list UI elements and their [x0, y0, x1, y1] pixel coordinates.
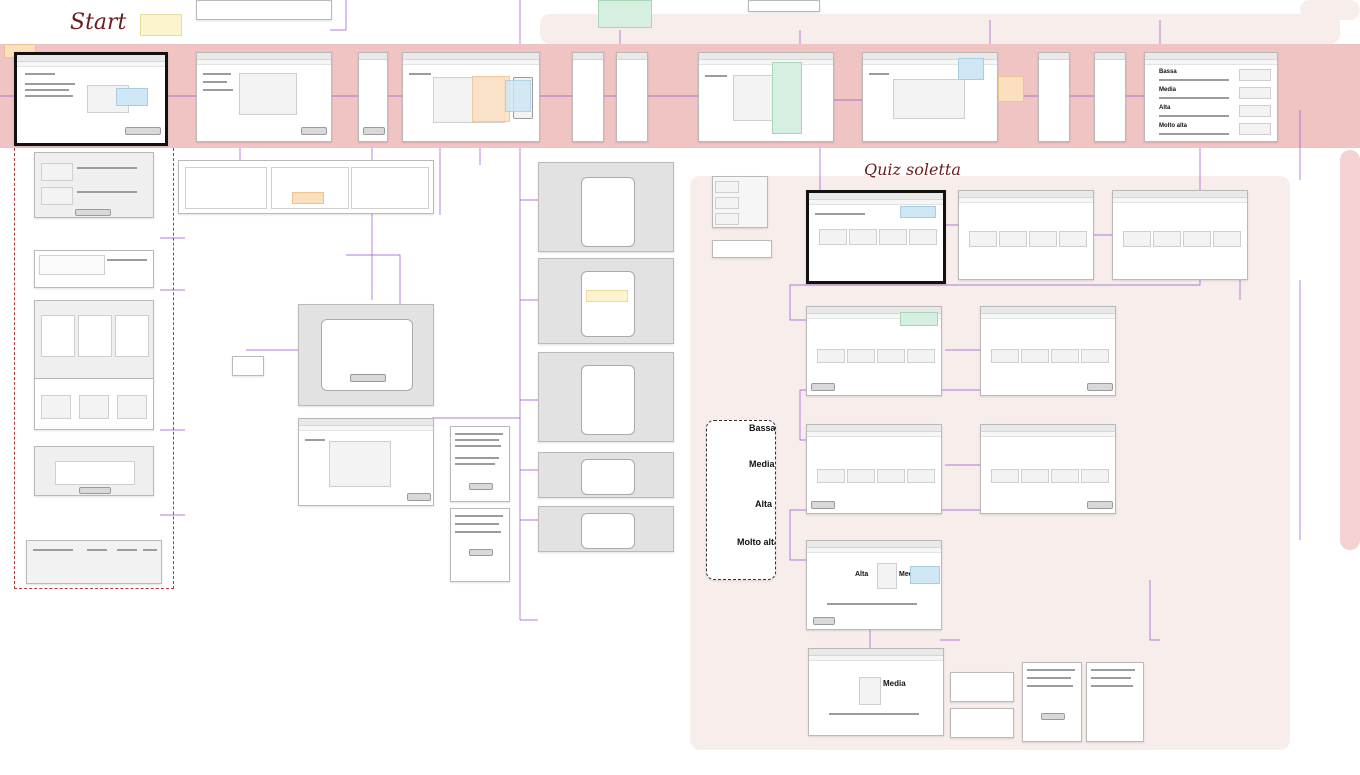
form-modal-4[interactable]: [538, 452, 674, 498]
quiz-step-legend: [712, 176, 768, 228]
quiz-title: Quiz soletta: [864, 160, 961, 179]
flow-note-blue-1: [505, 80, 531, 112]
variant-note: [292, 192, 324, 204]
form-modal-2[interactable]: [538, 258, 674, 344]
form-modal-1[interactable]: [538, 162, 674, 252]
arch-level-label-0: Bassa: [1159, 69, 1177, 75]
arch-card-label-0: Bassa: [749, 423, 776, 433]
flow-frame-product-3[interactable]: [698, 52, 834, 142]
start-homepage-frame[interactable]: [14, 52, 168, 146]
final-result-label: Media: [883, 679, 906, 688]
start-footer: [26, 540, 162, 584]
flow-frame-size-panel-2[interactable]: [616, 52, 648, 142]
top-fragment-1: [196, 0, 332, 20]
start-section-quiz-cta: [34, 446, 154, 496]
quiz-step-5[interactable]: [980, 306, 1116, 396]
start-title: Start: [70, 10, 127, 35]
result-secondary-label: Media: [899, 571, 919, 578]
quiz-note-green-1: [900, 312, 938, 326]
start-section-collection: [34, 152, 154, 218]
arch-levels-card: Bassa Media Alta Molto alta: [706, 420, 776, 580]
modal-arch-selection[interactable]: [298, 304, 434, 406]
flow-frame-colors-panel[interactable]: [358, 52, 388, 142]
product-result-frame[interactable]: [298, 418, 434, 506]
quiz-step-4[interactable]: [806, 306, 942, 396]
final-text-1: [1022, 662, 1082, 742]
top-note-1: [140, 14, 182, 36]
flow-note-orange-2: [998, 76, 1024, 102]
quiz-step-3[interactable]: [1112, 190, 1248, 280]
quiz-options-preview: [712, 240, 772, 258]
start-section-occasions: [34, 378, 154, 430]
arch-card-label-2: Alta: [755, 499, 773, 509]
arch-level-label-1: Media: [1159, 87, 1177, 93]
final-result-frame[interactable]: Media: [808, 648, 944, 736]
flow-frame-product-1[interactable]: [196, 52, 332, 142]
start-note-blue: [116, 88, 148, 106]
quiz-note-blue-1: [900, 206, 936, 218]
top-note-2: [598, 0, 652, 28]
quiz-step-7[interactable]: [980, 424, 1116, 514]
form-note-1: [586, 290, 628, 302]
start-section-styles: [34, 300, 154, 380]
flow-note-green-1: [772, 62, 802, 134]
final-panel-2: [950, 708, 1014, 738]
final-text-2: [1086, 662, 1144, 742]
arch-level-label-2: Alta: [1159, 105, 1171, 111]
quiz-step-1[interactable]: [806, 190, 946, 284]
start-page-dashed-border: [14, 148, 174, 589]
arch-card-label-1: Media: [749, 459, 775, 469]
quiz-step-2[interactable]: [958, 190, 1094, 280]
arch-levels-frame: Bassa Media Alta Molto alta: [1144, 52, 1278, 142]
quiz-step-6[interactable]: [806, 424, 942, 514]
text-panel-2: [450, 508, 510, 582]
top-zone-right: [540, 14, 1340, 44]
final-panel-1: [950, 672, 1014, 702]
arch-card-label-3: Molto alta: [737, 537, 776, 547]
right-top-zone: [1300, 0, 1360, 20]
form-modal-5[interactable]: [538, 506, 674, 552]
flow-frame-size-panel[interactable]: [572, 52, 604, 142]
color-variants-strip: [178, 160, 434, 214]
quiz-result-frame[interactable]: Alta Media: [806, 540, 942, 630]
text-panel-1: [450, 426, 510, 502]
result-primary-label: Alta: [855, 571, 869, 578]
form-modal-3[interactable]: [538, 352, 674, 442]
flow-note-blue-2: [958, 58, 984, 80]
flow-frame-arch-panel-2[interactable]: [1094, 52, 1126, 142]
right-edge-band: [1340, 150, 1360, 550]
arch-level-label-3: Molto alta: [1159, 123, 1187, 129]
small-thumb: [232, 356, 264, 376]
result-note-blue: [910, 566, 940, 584]
flow-frame-product-2[interactable]: [402, 52, 540, 142]
flow-frame-arch-panel[interactable]: [1038, 52, 1070, 142]
start-section-reviews: [34, 250, 154, 288]
top-fragment-2: [748, 0, 820, 12]
